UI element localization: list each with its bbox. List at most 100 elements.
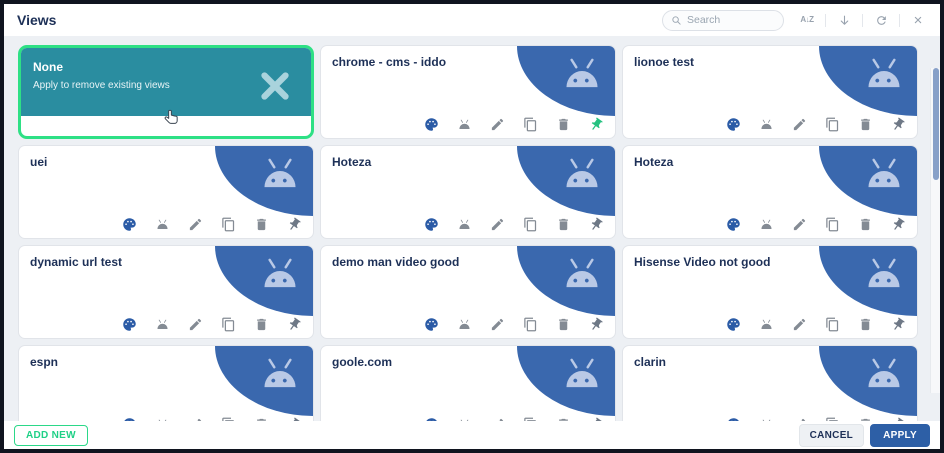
android-preview-icon[interactable] [758,316,774,332]
remove-x-icon [257,68,293,104]
android-preview-icon[interactable] [456,216,472,232]
edit-icon[interactable] [791,116,807,132]
dialog-header: Views A↓Z × [4,4,940,36]
card-actions [121,216,302,232]
palette-icon[interactable] [423,316,439,332]
delete-icon[interactable] [253,216,269,232]
download-arrow-icon[interactable] [835,11,853,29]
delete-icon[interactable] [253,316,269,332]
thumbnail-corner [215,246,313,316]
android-icon [559,57,605,90]
palette-icon[interactable] [121,216,137,232]
android-preview-icon[interactable] [154,216,170,232]
duplicate-icon[interactable] [824,116,840,132]
view-card-title: goole.com [332,355,393,369]
pin-icon[interactable] [585,113,607,135]
palette-icon[interactable] [423,216,439,232]
duplicate-icon[interactable] [824,216,840,232]
sort-alphabetical-icon[interactable]: A↓Z [800,15,814,24]
delete-icon[interactable] [555,116,571,132]
card-actions [725,216,906,232]
edit-icon[interactable] [791,316,807,332]
view-card-title: dynamic url test [30,255,123,269]
pin-icon[interactable] [585,213,607,235]
delete-icon[interactable] [555,316,571,332]
palette-icon[interactable] [725,316,741,332]
edit-icon[interactable] [489,116,505,132]
dialog-footer: ADD NEW CANCEL APPLY [4,421,940,449]
delete-icon[interactable] [555,216,571,232]
cancel-button[interactable]: CANCEL [798,423,865,447]
view-card[interactable]: uei [18,145,314,239]
close-icon[interactable]: × [913,11,923,29]
delete-icon[interactable] [857,116,873,132]
hand-cursor [161,108,181,128]
view-card-title: uei [30,155,48,169]
add-new-button[interactable]: ADD NEW [14,424,88,446]
view-card[interactable]: clarin [622,345,918,421]
search-icon [671,15,682,26]
duplicate-icon[interactable] [522,216,538,232]
edit-icon[interactable] [791,216,807,232]
view-card[interactable]: Hisense Video not good [622,245,918,339]
pin-icon[interactable] [585,313,607,335]
apply-button[interactable]: APPLY [870,423,930,447]
view-card-title: Hisense Video not good [634,255,771,269]
duplicate-icon[interactable] [522,116,538,132]
thumbnail-corner [819,346,917,416]
android-icon [559,257,605,290]
android-preview-icon[interactable] [154,316,170,332]
vertical-scrollbar[interactable] [930,68,940,393]
delete-icon[interactable] [857,316,873,332]
view-card[interactable]: dynamic url test [18,245,314,339]
pin-icon[interactable] [887,113,909,135]
palette-icon[interactable] [725,216,741,232]
view-card-title: Hoteza [332,155,372,169]
pin-icon[interactable] [283,213,305,235]
thumbnail-corner [819,146,917,216]
palette-icon[interactable] [423,116,439,132]
palette-icon[interactable] [725,116,741,132]
thumbnail-corner [517,346,615,416]
android-icon [861,357,907,390]
pin-icon[interactable] [887,313,909,335]
edit-icon[interactable] [187,316,203,332]
view-card[interactable]: chrome - cms - iddo [320,45,616,139]
view-card[interactable]: espn [18,345,314,421]
thumbnail-corner [517,146,615,216]
android-preview-icon[interactable] [456,316,472,332]
search-box[interactable] [662,9,784,31]
edit-icon[interactable] [489,316,505,332]
edit-icon[interactable] [489,216,505,232]
thumbnail-corner [517,246,615,316]
scrollbar-thumb[interactable] [933,68,939,180]
android-icon [861,57,907,90]
android-preview-icon[interactable] [758,216,774,232]
duplicate-icon[interactable] [824,316,840,332]
view-card[interactable]: Hoteza [320,145,616,239]
view-card[interactable]: demo man video good [320,245,616,339]
duplicate-icon[interactable] [522,316,538,332]
view-card[interactable]: lionoe test [622,45,918,139]
delete-icon[interactable] [857,216,873,232]
android-preview-icon[interactable] [456,116,472,132]
view-card-none[interactable]: None Apply to remove existing views [18,45,314,139]
duplicate-icon[interactable] [220,316,236,332]
pin-icon[interactable] [283,313,305,335]
card-actions [423,216,604,232]
thumbnail-corner [819,246,917,316]
view-card-title: chrome - cms - iddo [332,55,447,69]
android-icon [257,257,303,290]
search-input[interactable] [687,14,775,26]
refresh-icon[interactable] [872,11,890,29]
palette-icon[interactable] [121,316,137,332]
thumbnail-corner [215,146,313,216]
divider [825,13,826,27]
android-preview-icon[interactable] [758,116,774,132]
view-card[interactable]: Hoteza [622,145,918,239]
pin-icon[interactable] [887,213,909,235]
duplicate-icon[interactable] [220,216,236,232]
view-card[interactable]: goole.com [320,345,616,421]
edit-icon[interactable] [187,216,203,232]
